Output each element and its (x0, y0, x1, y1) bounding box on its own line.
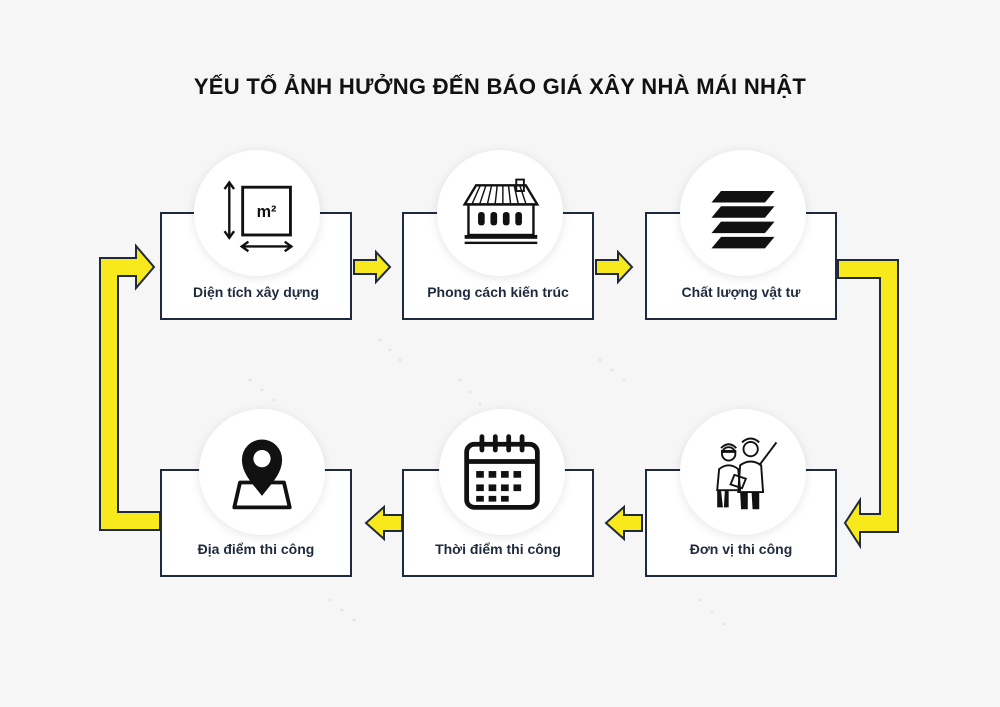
location-pin-icon (232, 439, 292, 510)
icon-circle-location (199, 409, 325, 535)
step-label-timing: Thời điểm thi công (435, 541, 561, 557)
step-label-material: Chất lượng vật tư (681, 284, 801, 300)
calendar-icon (464, 434, 540, 510)
icon-circle-architecture (437, 150, 563, 276)
page-title: YẾU TỐ ẢNH HƯỞNG ĐẾN BÁO GIÁ XÂY NHÀ MÁI… (193, 74, 807, 99)
icon-circle-material (680, 150, 806, 276)
step-label-location: Địa điểm thi công (197, 541, 315, 557)
area-unit-text: m² (257, 203, 277, 221)
material-layers-icon (711, 191, 775, 249)
icon-circle-area: m² (194, 150, 320, 276)
step-label-area: Diện tích xây dựng (192, 284, 320, 300)
step-label-contractor: Đơn vị thi công (689, 541, 793, 557)
icon-circle-contractor (680, 409, 806, 535)
step-label-architecture: Phong cách kiến trúc (427, 284, 569, 300)
contractor-workers-icon (716, 437, 778, 510)
house-icon (462, 178, 540, 245)
step-box-area: Diện tích xây dựng (160, 212, 352, 320)
area-m2-icon: m² (223, 180, 294, 253)
icon-circle-timing (439, 409, 565, 535)
